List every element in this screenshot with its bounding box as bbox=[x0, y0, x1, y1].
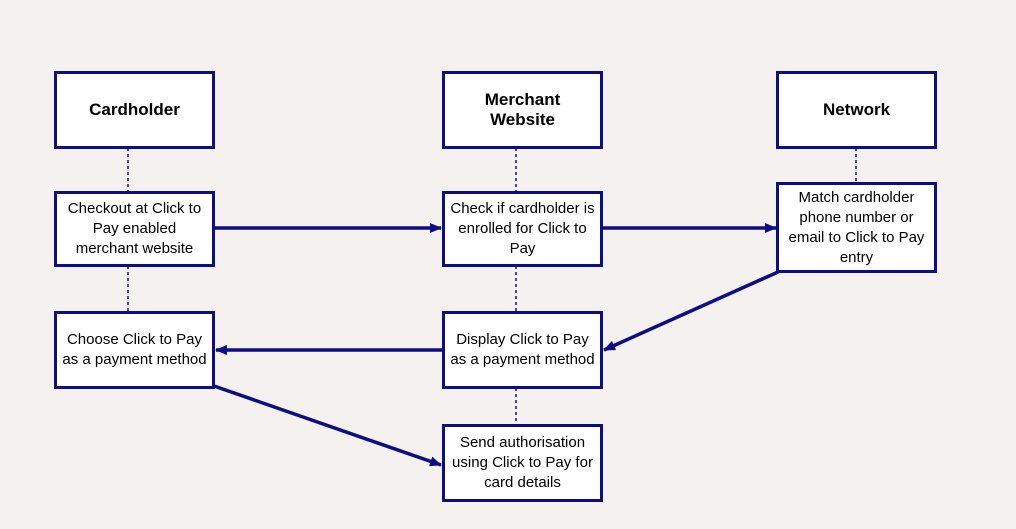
step-match-entry-label: Match cardholder phone number or email t… bbox=[788, 188, 925, 266]
lane-header-cardholder-label: Cardholder bbox=[89, 100, 180, 119]
lane-header-merchant-website-label: Merchant Website bbox=[484, 90, 561, 129]
step-send-authorisation: Send authorisation using Click to Pay fo… bbox=[442, 424, 603, 502]
arrow-match-entry-to-display-option bbox=[603, 270, 779, 352]
step-checkout-label: Checkout at Click to Pay enabled merchan… bbox=[67, 200, 202, 257]
step-choose-option-label: Choose Click to Pay as a payment method bbox=[62, 331, 207, 368]
step-checkout: Checkout at Click to Pay enabled merchan… bbox=[54, 191, 215, 267]
step-check-enrolled: Check if cardholder is enrolled for Clic… bbox=[442, 191, 603, 267]
step-check-enrolled-label: Check if cardholder is enrolled for Clic… bbox=[450, 200, 595, 257]
arrow-choose-option-to-send-authorisation bbox=[213, 384, 442, 467]
lane-header-network-label: Network bbox=[822, 100, 891, 119]
lane-header-cardholder: Cardholder bbox=[54, 71, 215, 149]
step-match-entry: Match cardholder phone number or email t… bbox=[776, 182, 937, 273]
step-display-option-label: Display Click to Pay as a payment method bbox=[450, 331, 595, 368]
step-display-option: Display Click to Pay as a payment method bbox=[442, 311, 603, 389]
lane-header-network: Network bbox=[776, 71, 937, 149]
lane-header-merchant-website: Merchant Website bbox=[442, 71, 603, 149]
step-choose-option: Choose Click to Pay as a payment method bbox=[54, 311, 215, 389]
step-send-authorisation-label: Send authorisation using Click to Pay fo… bbox=[452, 434, 593, 491]
